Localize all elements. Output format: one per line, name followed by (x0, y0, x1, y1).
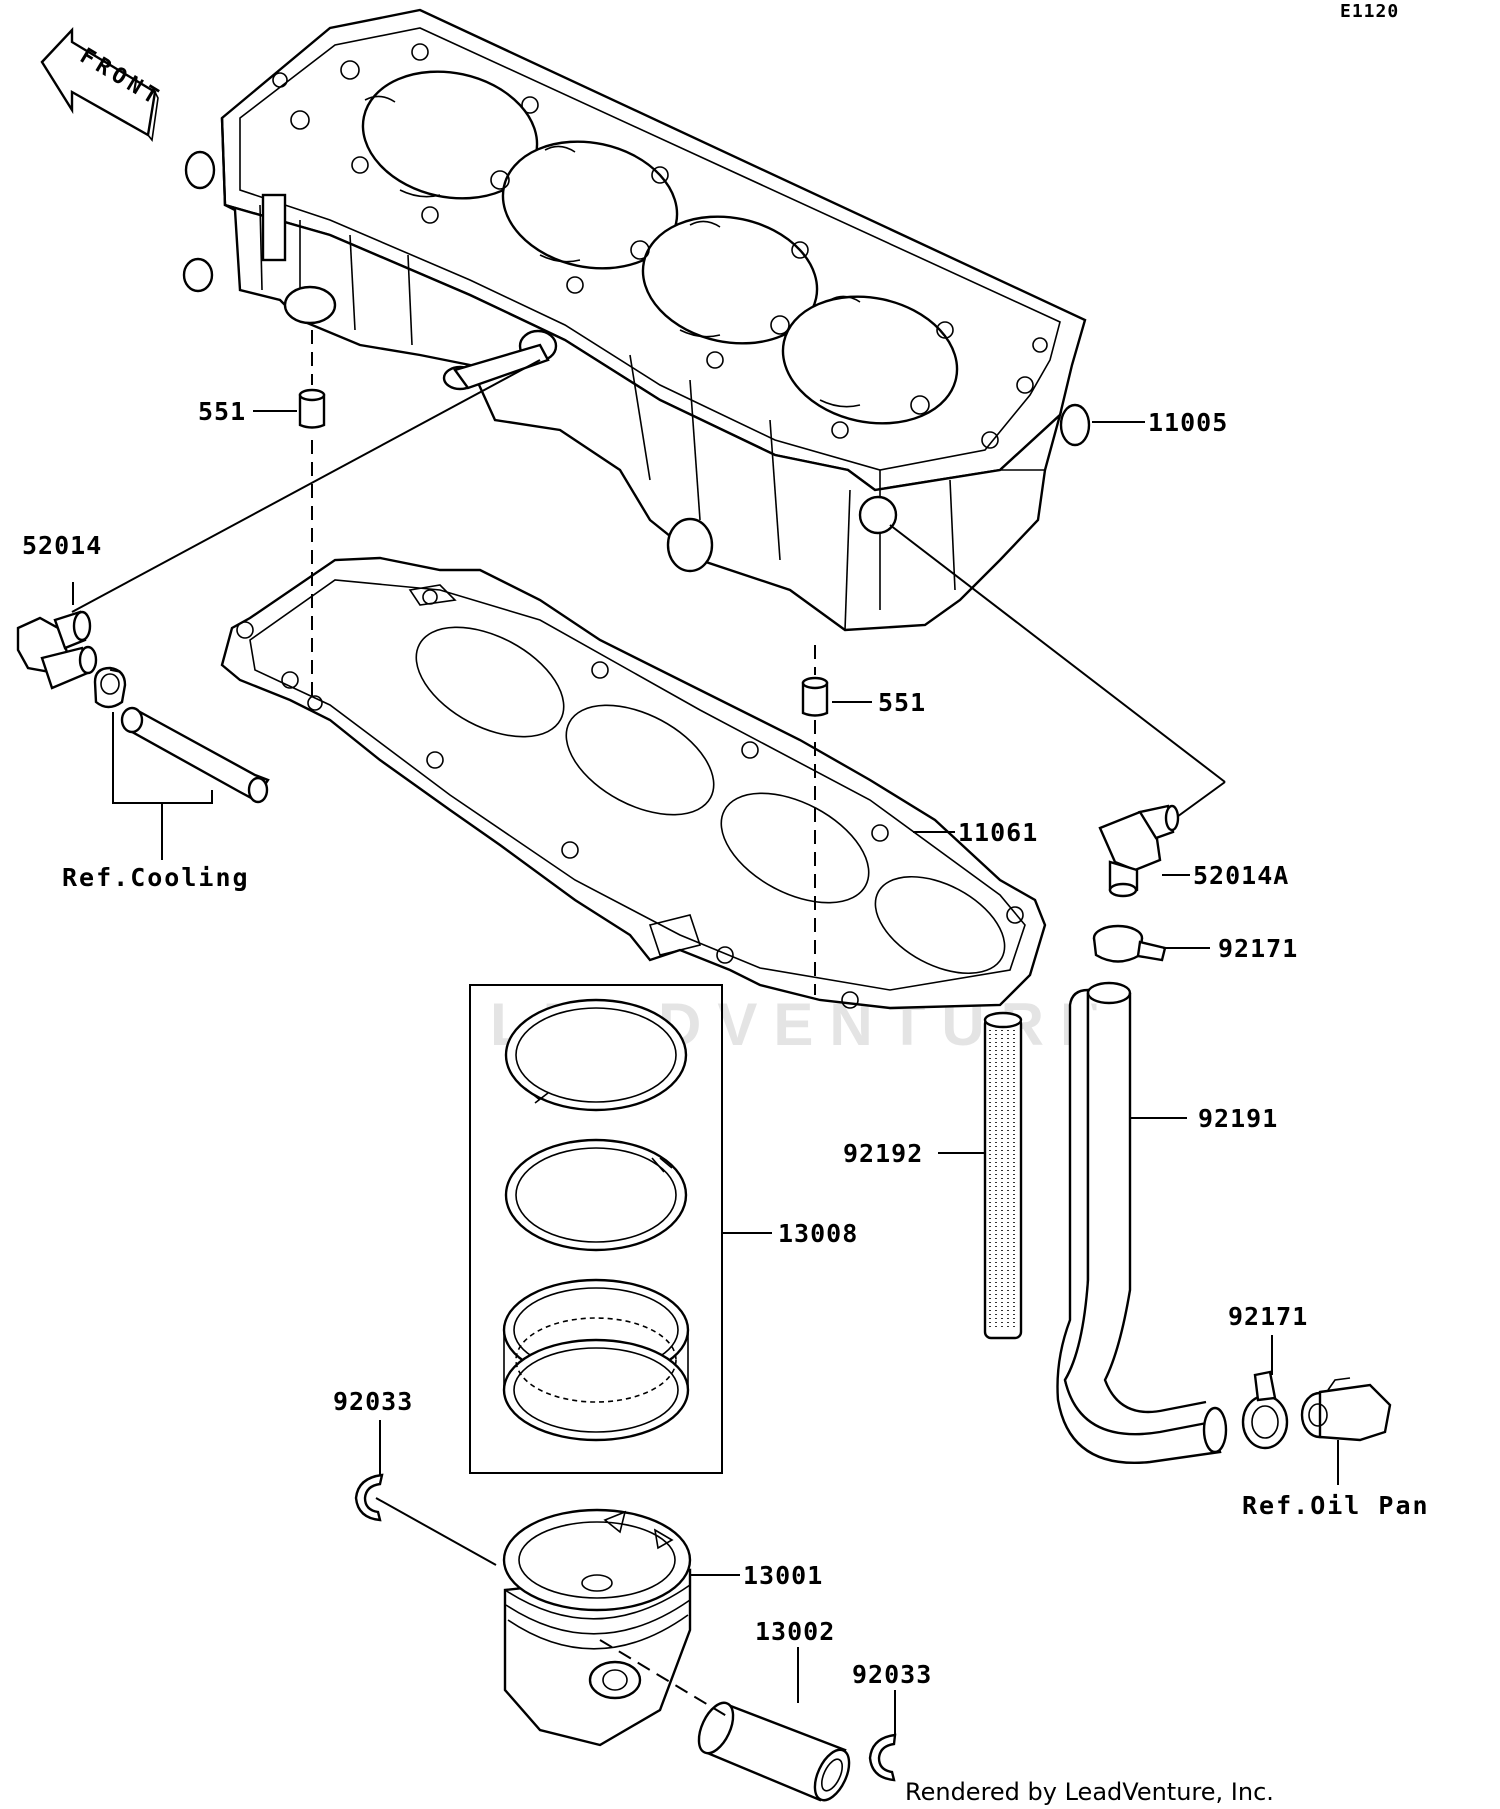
clamp-92171-bottom (1241, 1370, 1289, 1450)
cylinder-block (182, 8, 1091, 632)
hose-92191 (1056, 981, 1228, 1464)
callout-52014: 52014 (22, 531, 102, 560)
callout-551-mid: 551 (878, 688, 926, 717)
callout-92171-bottom: 92171 (1228, 1302, 1308, 1331)
second-ring (504, 1138, 688, 1252)
front-arrow: FRONT (40, 26, 167, 142)
cooling-bracket (112, 712, 213, 860)
callout-13008: 13008 (778, 1219, 858, 1248)
piston-pin-13002 (697, 1701, 851, 1802)
ref-cooling: Ref.Cooling (62, 863, 250, 892)
callout-13001: 13001 (743, 1561, 823, 1590)
callout-52014a: 52014A (1193, 861, 1289, 890)
callout-92191: 92191 (1198, 1104, 1278, 1133)
oil-pan-leaders (1271, 1335, 1339, 1485)
callout-92171-top: 92171 (1218, 934, 1298, 963)
block-side-plug (1059, 403, 1091, 447)
callout-13002: 13002 (755, 1617, 835, 1646)
callout-92192: 92192 (843, 1139, 923, 1168)
callout-11005: 11005 (1148, 408, 1228, 437)
dowel-pin-mid (801, 676, 829, 717)
ring-set-13008 (469, 984, 723, 1474)
hose-cooling (120, 706, 270, 804)
lower-leaders (375, 1420, 896, 1735)
elbow-52014a (1098, 804, 1180, 898)
render-credit: Rendered by LeadVenture, Inc. (905, 1778, 1274, 1806)
cylinder-head-gasket (220, 556, 1047, 1010)
spring-92192 (983, 1011, 1023, 1340)
alignment-lines (71, 330, 1226, 995)
clamp-92171-top (1092, 924, 1167, 963)
dowel-pin-top (298, 388, 326, 429)
callout-92033-top: 92033 (333, 1387, 413, 1416)
oil-pan-fitting (1300, 1377, 1392, 1442)
front-arrow-icon (40, 26, 157, 137)
ref-oil-pan: Ref.Oil Pan (1242, 1491, 1430, 1520)
callout-92033-bottom: 92033 (852, 1660, 932, 1689)
piston-13001 (502, 1508, 692, 1747)
callout-551-top: 551 (198, 397, 246, 426)
fitting-52014 (16, 610, 98, 690)
oil-ring (502, 1278, 690, 1442)
diagram-code: E1120 (1340, 1, 1399, 22)
circlip-top (354, 1473, 384, 1522)
callout-11061: 11061 (958, 818, 1038, 847)
clamp-cooling (93, 666, 127, 709)
top-ring (504, 998, 688, 1112)
callout-leaders (72, 410, 1210, 1576)
circlip-bottom (868, 1733, 897, 1782)
